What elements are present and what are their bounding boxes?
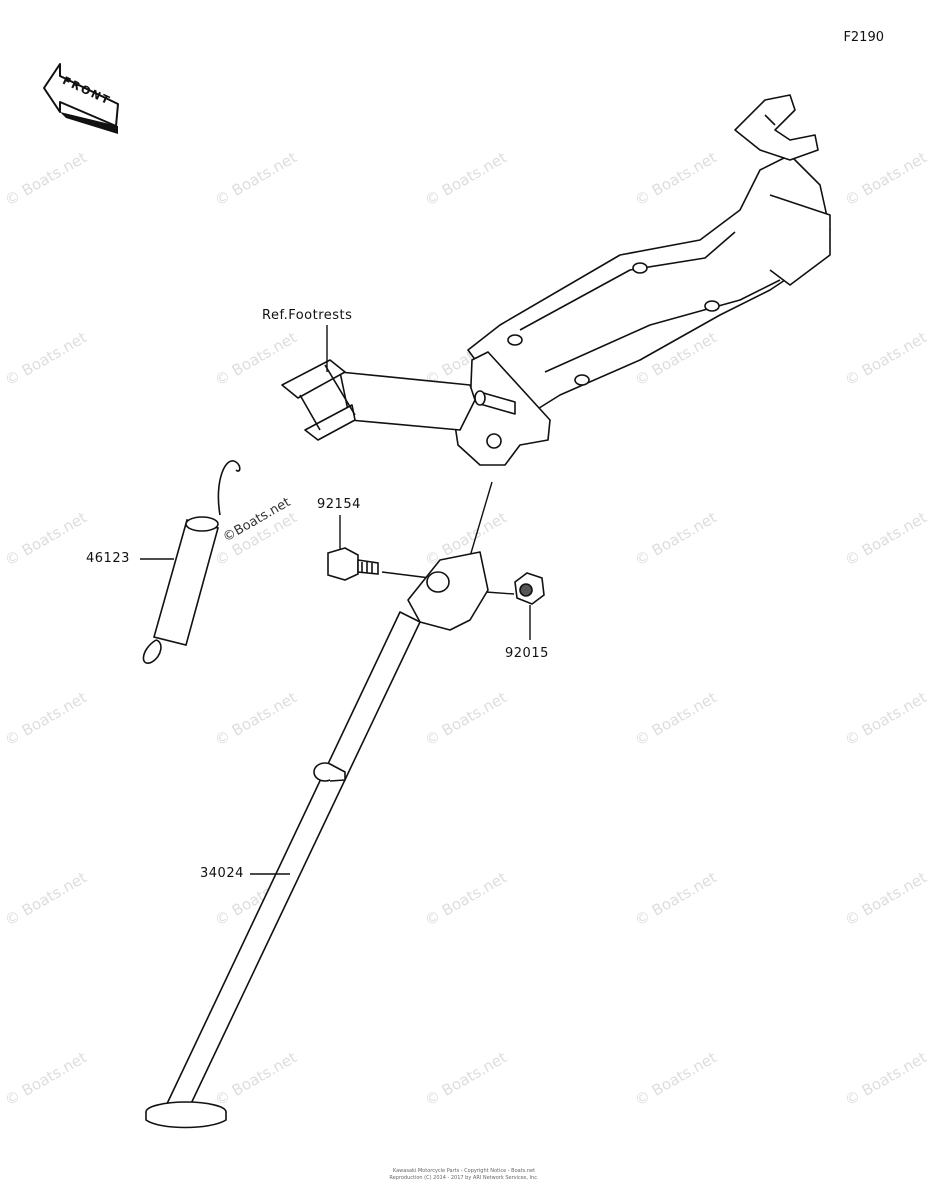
part-46123-label: 46123 <box>86 551 130 566</box>
nut-92015 <box>514 572 545 605</box>
diagram-code: F2190 <box>843 30 884 45</box>
bolt-axis-line <box>381 571 431 579</box>
part-92154-label: 92154 <box>317 497 361 512</box>
bolt-92154 <box>327 547 379 581</box>
part-92015-label: 92015 <box>505 646 549 661</box>
frame-bracket <box>281 94 831 466</box>
inline-watermark: ©Boats.net <box>221 495 294 546</box>
side-stand-34024 <box>145 551 489 1129</box>
part-34024-label: 34024 <box>200 866 244 881</box>
front-arrow-icon: FRONT <box>43 63 119 134</box>
footer-line-1: Kawasaki Motorcycle Parts - Copyright No… <box>392 1168 536 1174</box>
nut-axis-line <box>485 591 515 595</box>
spring-46123 <box>142 460 241 664</box>
footer-line-2: Reproduction (C) 2014 - 2017 by ARI Netw… <box>389 1175 539 1181</box>
ref-footrests-label: Ref.Footrests <box>262 308 353 323</box>
